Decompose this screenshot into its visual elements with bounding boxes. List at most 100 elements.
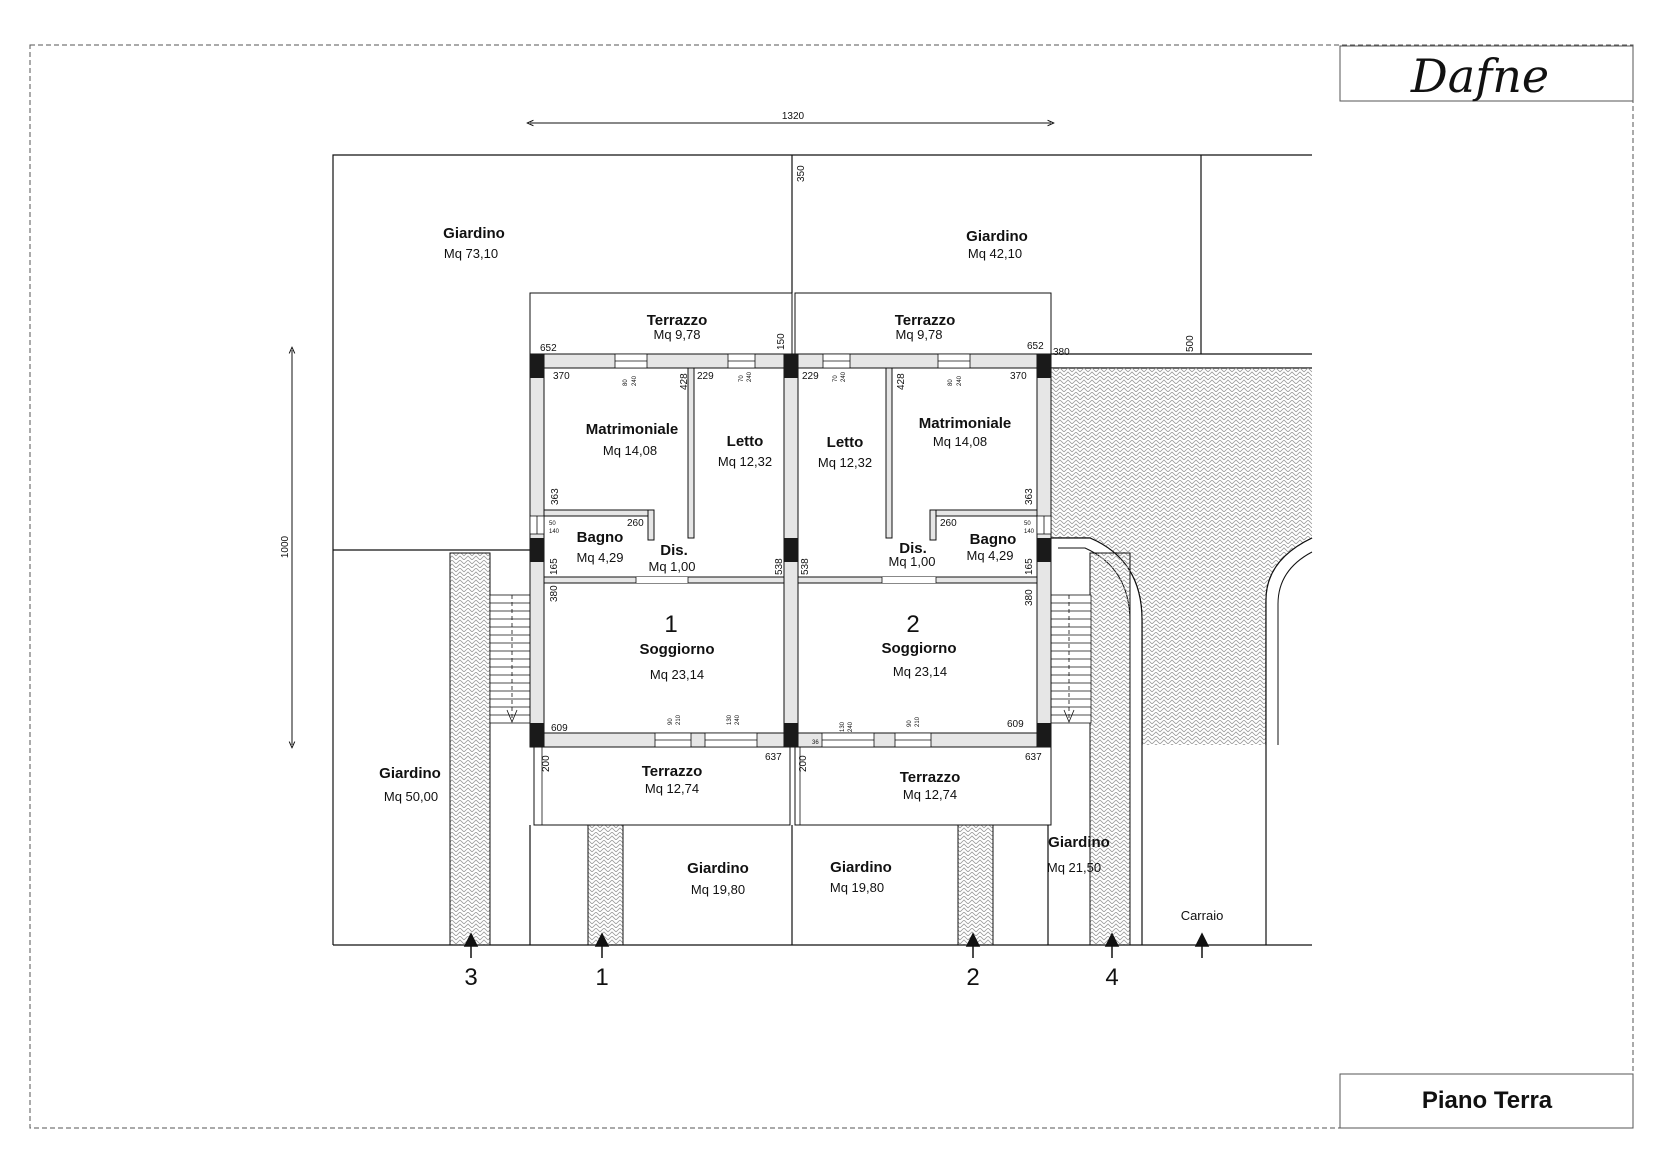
opening-text: 80 bbox=[948, 379, 954, 386]
dim-overall-depth: 1000 bbox=[280, 535, 291, 558]
garden-name: Giardino bbox=[1048, 834, 1110, 851]
dim-overall-width: 1320 bbox=[782, 111, 805, 122]
room-area: Mq 1,00 bbox=[649, 559, 696, 574]
walkway-4 bbox=[1089, 552, 1131, 946]
room-area: Mq 12,32 bbox=[818, 455, 872, 470]
room-area: Mq 14,08 bbox=[933, 434, 987, 449]
access-number: 4 bbox=[1105, 964, 1118, 991]
garden-area: Mq 21,50 bbox=[1047, 860, 1101, 875]
dimension-texts: 1320 1000 350 500 150 652 370 428 229 36… bbox=[280, 111, 1196, 772]
dim-text: 637 bbox=[1025, 752, 1042, 763]
opening-text: 210 bbox=[915, 716, 921, 727]
room-area: Mq 9,78 bbox=[654, 327, 701, 342]
opening-text: 240 bbox=[957, 375, 963, 386]
opening-text: 140 bbox=[1024, 529, 1035, 535]
access-arrow-icon bbox=[463, 932, 1210, 958]
dim-text: 370 bbox=[553, 371, 570, 382]
unit-2-labels: 2 Terrazzo Mq 9,78 Matrimoniale Mq 14,08… bbox=[818, 312, 1016, 802]
dim-text: 36 bbox=[812, 740, 819, 746]
room-area: Mq 23,14 bbox=[893, 664, 947, 679]
dim-text: 260 bbox=[627, 518, 644, 529]
terrace-front-2 bbox=[794, 744, 1052, 826]
room-name: Matrimoniale bbox=[586, 421, 679, 438]
room-name: Dis. bbox=[660, 542, 688, 559]
access-markers: 3 1 2 4 bbox=[463, 932, 1210, 991]
room-area: Mq 4,29 bbox=[967, 548, 1014, 563]
building bbox=[529, 292, 1052, 826]
room-name: Terrazzo bbox=[895, 312, 956, 329]
garden-area: Mq 19,80 bbox=[830, 880, 884, 895]
dim-text: 380 bbox=[549, 585, 560, 602]
garden-name: Giardino bbox=[830, 859, 892, 876]
stairs-left bbox=[489, 594, 531, 724]
room-name: Matrimoniale bbox=[919, 415, 1012, 432]
walkway-2 bbox=[957, 824, 994, 946]
room-name: Bagno bbox=[970, 531, 1017, 548]
opening-text: 210 bbox=[676, 714, 682, 725]
garden-area: Mq 19,80 bbox=[691, 882, 745, 897]
room-name: Bagno bbox=[577, 529, 624, 546]
terrace-front-1 bbox=[533, 744, 791, 826]
dim-side-strip: 500 bbox=[1185, 335, 1196, 352]
carraio-label: Carraio bbox=[1181, 908, 1224, 923]
garden-name: Giardino bbox=[687, 860, 749, 877]
opening-text: 240 bbox=[747, 371, 753, 382]
dim-terrace-depth: 150 bbox=[776, 333, 787, 350]
page-title: Piano Terra bbox=[1422, 1087, 1553, 1114]
opening-text: 50 bbox=[1024, 521, 1031, 527]
garden-area: Mq 73,10 bbox=[444, 246, 498, 261]
dim-rear-garden: 350 bbox=[796, 165, 807, 182]
dim-text: 370 bbox=[1010, 371, 1027, 382]
room-name: Dis. bbox=[899, 540, 927, 557]
opening-text: 70 bbox=[833, 375, 839, 382]
room-name: Terrazzo bbox=[647, 312, 708, 329]
terrace-rear-1 bbox=[529, 292, 793, 355]
room-area: Mq 12,74 bbox=[903, 787, 957, 802]
dim-text: 260 bbox=[940, 518, 957, 529]
dim-text: 200 bbox=[541, 755, 552, 772]
dimension-lines bbox=[292, 123, 1051, 745]
dim-text: 428 bbox=[679, 373, 690, 390]
dim-text: 538 bbox=[800, 558, 811, 575]
garden-name: Giardino bbox=[443, 225, 505, 242]
dim-text: 637 bbox=[765, 752, 782, 763]
room-area: Mq 1,00 bbox=[889, 554, 936, 569]
opening-text: 130 bbox=[840, 721, 846, 732]
unit-1-labels: 1 Terrazzo Mq 9,78 Matrimoniale Mq 14,08… bbox=[577, 312, 773, 796]
room-area: Mq 9,78 bbox=[896, 327, 943, 342]
dim-text: 428 bbox=[896, 373, 907, 390]
room-name: Soggiorno bbox=[882, 640, 957, 657]
title-box: Piano Terra bbox=[1339, 1073, 1634, 1129]
dim-text: 652 bbox=[540, 343, 557, 354]
access-number: 3 bbox=[464, 964, 477, 991]
dim-text: 200 bbox=[798, 755, 809, 772]
room-name: Letto bbox=[727, 433, 764, 450]
logo-box: Dafne bbox=[1339, 45, 1634, 103]
room-area: Mq 12,74 bbox=[645, 781, 699, 796]
garden-area: Mq 50,00 bbox=[384, 789, 438, 804]
dim-text: 229 bbox=[802, 371, 819, 382]
room-name: Terrazzo bbox=[642, 763, 703, 780]
dim-text: 380 bbox=[1024, 589, 1035, 606]
dim-text: 165 bbox=[1024, 558, 1035, 575]
opening-text: 240 bbox=[735, 714, 741, 725]
room-area: Mq 4,29 bbox=[577, 550, 624, 565]
garden-area: Mq 42,10 bbox=[968, 246, 1022, 261]
dim-text: 363 bbox=[1024, 488, 1035, 505]
opening-text: 80 bbox=[623, 379, 629, 386]
opening-sizes: 80 240 70 240 70 240 80 240 50 140 50 14… bbox=[549, 371, 1035, 732]
dim-text: 609 bbox=[1007, 719, 1024, 730]
sheet-frame bbox=[29, 44, 1634, 1129]
walkway-3 bbox=[449, 552, 491, 946]
dim-text: 609 bbox=[551, 723, 568, 734]
room-area: Mq 23,14 bbox=[650, 667, 704, 682]
stairs-right bbox=[1050, 594, 1092, 724]
dim-text: 652 bbox=[1027, 341, 1044, 352]
unit-number: 1 bbox=[664, 611, 677, 638]
room-area: Mq 12,32 bbox=[718, 454, 772, 469]
dim-text: 363 bbox=[550, 488, 561, 505]
room-area: Mq 14,08 bbox=[603, 443, 657, 458]
garden-name: Giardino bbox=[966, 228, 1028, 245]
site-lines bbox=[332, 154, 1312, 946]
